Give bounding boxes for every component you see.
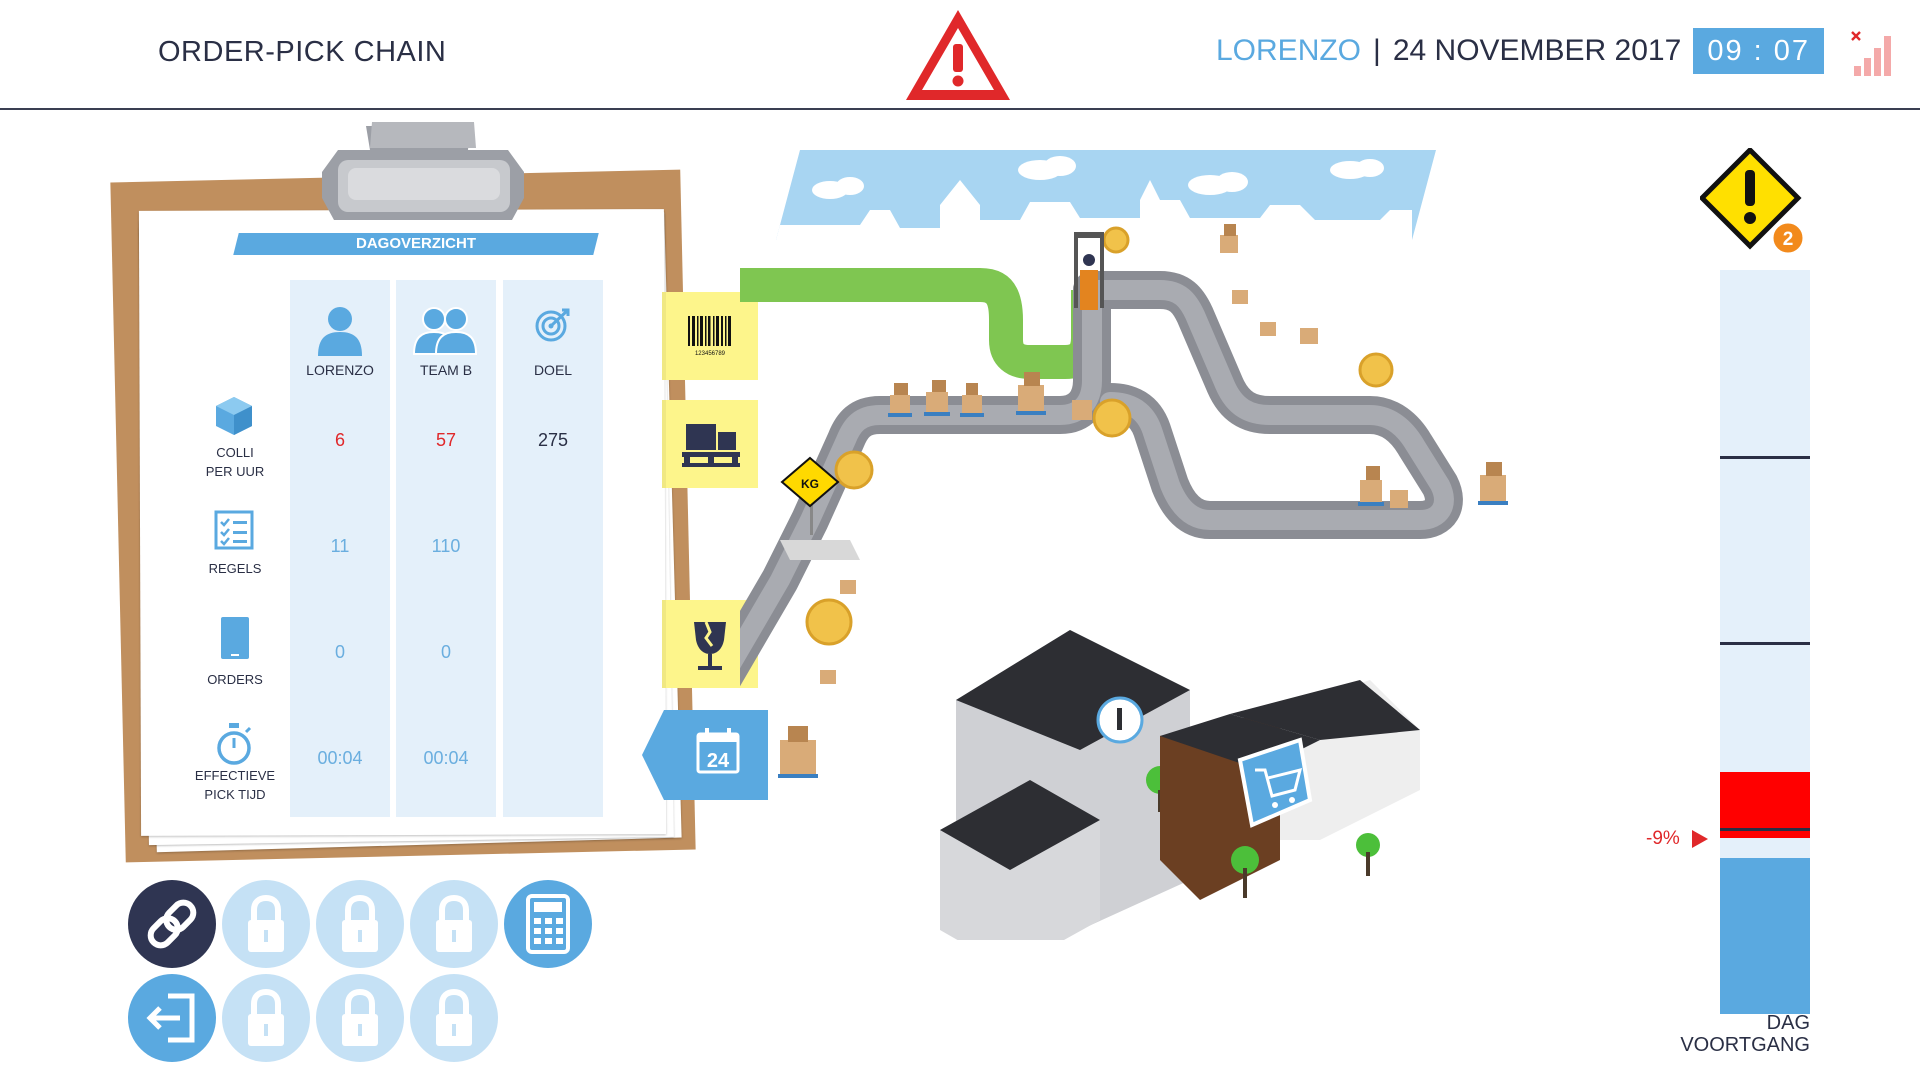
- signal-off-icon: [1851, 31, 1891, 76]
- progress-deficit: [1720, 772, 1810, 838]
- progress-marker: [1720, 456, 1810, 459]
- progress-pointer-icon: [1692, 830, 1708, 848]
- column-label: TEAM B: [419, 362, 473, 378]
- svg-text:KG: KG: [801, 477, 819, 491]
- header-info: LORENZO | 24 NOVEMBER 2017 09 : 07: [1216, 28, 1824, 74]
- value-cell: 57: [435, 430, 457, 450]
- alert-warning-button[interactable]: 2: [1700, 148, 1812, 260]
- calendar-day: 24: [707, 750, 730, 772]
- column-label: DOEL: [533, 362, 573, 378]
- column-team: [396, 280, 496, 817]
- chain-button[interactable]: [128, 880, 216, 968]
- progress-marker: [1720, 642, 1810, 645]
- value-cell: 0: [334, 642, 345, 662]
- target-icon: [535, 308, 570, 342]
- svg-text:123456789: 123456789: [695, 351, 726, 357]
- box-icon: [216, 397, 252, 435]
- fragile-glass-icon: [694, 621, 726, 670]
- value-cell: 6: [334, 430, 345, 450]
- lock-icon: [436, 988, 472, 1046]
- warning-icon[interactable]: [902, 4, 1014, 104]
- shop-building: [1160, 680, 1420, 900]
- value-cell: 0: [440, 642, 451, 662]
- value-cell: 00:04: [317, 748, 363, 768]
- column-goal: [503, 280, 603, 817]
- locked-button-5[interactable]: [316, 974, 404, 1062]
- column-label: LORENZO: [306, 362, 374, 378]
- coin-icons: [805, 226, 1394, 646]
- calculator-icon: [526, 894, 570, 954]
- calculator-button[interactable]: [504, 880, 592, 968]
- city-skyline: [776, 150, 1436, 240]
- checklist-icon: [214, 510, 254, 550]
- pallet-icon: [682, 424, 740, 467]
- header-bar: ORDER-PICK CHAIN LORENZO | 24 NOVEMBER 2…: [0, 0, 1920, 110]
- value-cell: 110: [431, 536, 461, 556]
- user-name[interactable]: LORENZO: [1216, 34, 1362, 67]
- row-label: REGELS: [208, 561, 262, 576]
- lock-icon: [248, 988, 284, 1046]
- link-icon: [147, 899, 197, 949]
- value-cell: 00:04: [423, 748, 469, 768]
- value-cell: 11: [330, 536, 350, 556]
- warehouse-scene: KG: [740, 150, 1508, 940]
- lock-icon: [248, 894, 284, 952]
- tab-pallet[interactable]: [662, 400, 758, 488]
- clipboard: [110, 122, 696, 863]
- clock: 09 : 07: [1693, 28, 1824, 74]
- lock-icon: [436, 894, 472, 952]
- logout-button[interactable]: [128, 974, 216, 1062]
- phone-icon: [221, 617, 249, 659]
- alert-count: 2: [1783, 229, 1794, 250]
- locked-button-3[interactable]: [410, 880, 498, 968]
- app-title: ORDER-PICK CHAIN: [158, 36, 447, 68]
- lock-icon: [342, 894, 378, 952]
- current-date: 24 NOVEMBER 2017: [1392, 34, 1682, 67]
- logout-icon: [146, 993, 195, 1043]
- clipboard-clip: [322, 122, 524, 220]
- barcode-icon: 123456789: [688, 316, 731, 357]
- locked-button-1[interactable]: [222, 880, 310, 968]
- header-separator: |: [1373, 34, 1381, 67]
- day-overview-title: DAGOVERZICHT: [233, 233, 599, 255]
- locked-button-2[interactable]: [316, 880, 404, 968]
- day-progress-bar: [1720, 270, 1810, 1014]
- warehouse-building: [940, 630, 1190, 940]
- progress-delta: -9%: [1646, 828, 1680, 849]
- weight-sign: KG: [780, 456, 860, 560]
- row-label: ORDERS: [207, 672, 263, 687]
- locked-button-6[interactable]: [410, 974, 498, 1062]
- value-cell: 275: [537, 430, 569, 450]
- locked-button-4[interactable]: [222, 974, 310, 1062]
- team-icon: [412, 307, 478, 355]
- stopwatch-icon: [217, 723, 252, 765]
- forklift-icon: [1074, 232, 1104, 310]
- user-icon: [318, 307, 362, 356]
- tab-calendar[interactable]: 24: [642, 710, 768, 800]
- column-lorenzo: [290, 280, 390, 817]
- lock-icon: [342, 988, 378, 1046]
- day-progress-fill: [1720, 857, 1810, 1014]
- progress-marker: [1720, 828, 1810, 831]
- tab-barcode[interactable]: 123456789: [662, 292, 758, 380]
